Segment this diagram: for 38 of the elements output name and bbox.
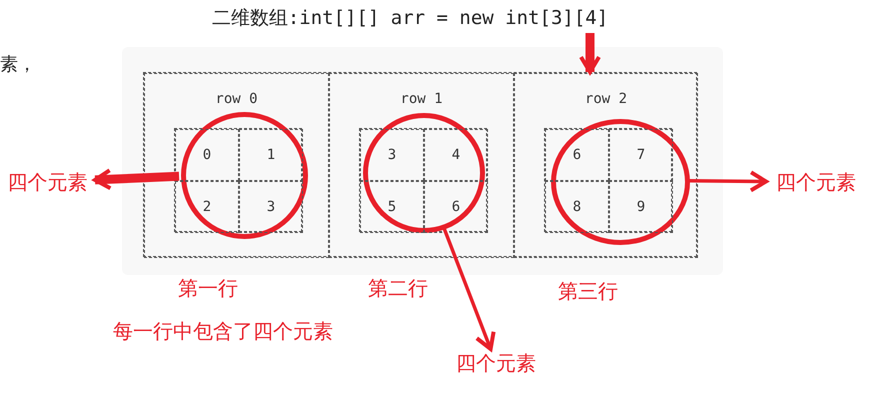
row-label: row 0 (215, 90, 258, 108)
element-cell: 4 (424, 129, 488, 181)
element-cell: 3 (360, 129, 424, 181)
circle-mark (551, 119, 690, 245)
element-cell: 2 (175, 181, 239, 233)
element-cell: 6 (545, 129, 609, 181)
element-cell: 3 (239, 181, 303, 233)
element-cell: 1 (239, 129, 303, 181)
annotation-text: 四个元素 (766, 168, 866, 196)
note-text: 素， (0, 53, 36, 76)
arrow (93, 168, 180, 190)
note-text: 第二行 (368, 275, 428, 302)
row-label: row 1 (400, 90, 443, 108)
row-panel (144, 73, 329, 258)
element-cell: 0 (175, 129, 239, 181)
row-table (174, 128, 302, 232)
heading-text: 二维数组:int[][] arr = new int[3][4] (190, 3, 630, 33)
row-table (359, 128, 487, 232)
circle-mark (181, 112, 308, 239)
row-table (544, 128, 672, 232)
element-cell: 7 (609, 129, 673, 181)
note-text: 第三行 (558, 278, 618, 305)
row-label: row 2 (584, 90, 628, 108)
arrow (579, 33, 601, 74)
element-cell: 8 (545, 181, 609, 233)
note-text: 第一行 (178, 275, 238, 302)
circle-mark (363, 113, 485, 233)
row-panel (514, 73, 698, 258)
arrow (442, 226, 496, 351)
element-cell: 9 (609, 181, 673, 233)
row-panel (329, 73, 514, 258)
array-table (143, 72, 697, 257)
element-cell: 5 (360, 181, 424, 233)
note-text: 每一行中包含了四个元素 (113, 318, 333, 345)
element-cell: 6 (424, 181, 488, 233)
arrow (688, 170, 768, 192)
annotation-text: 四个元素 (446, 349, 546, 377)
annotation-text: 四个元素 (0, 168, 95, 196)
